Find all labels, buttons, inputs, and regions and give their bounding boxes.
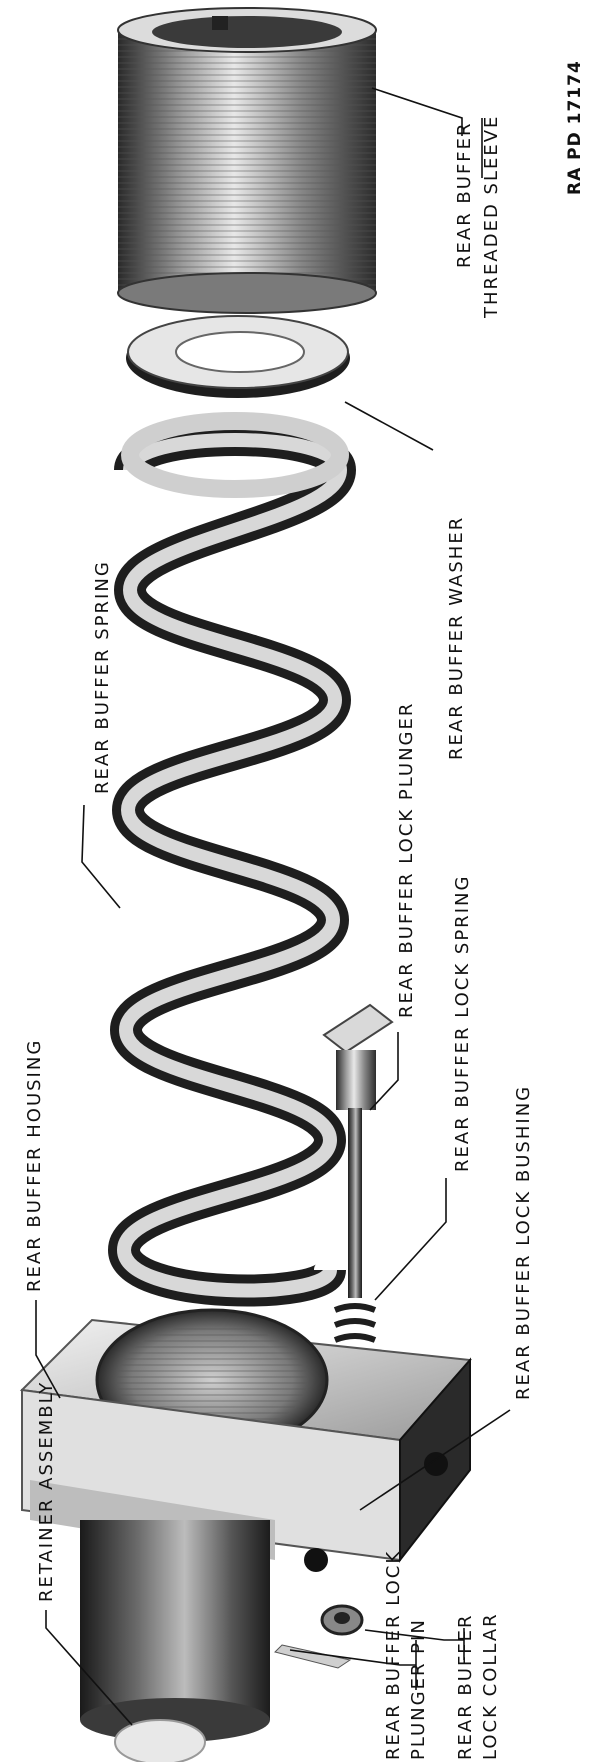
label-washer: REAR BUFFER WASHER — [446, 516, 467, 760]
label-lock-collar-line2: LOCK COLLAR — [480, 1612, 501, 1760]
label-lock-spring: REAR BUFFER LOCK SPRING — [452, 875, 473, 1172]
washer-part — [126, 316, 350, 398]
retainer-part — [80, 1520, 270, 1762]
label-spring: REAR BUFFER SPRING — [92, 560, 113, 794]
label-retainer-assembly: RETAINER ASSEMBLY — [36, 1381, 57, 1602]
label-lock-plunger: REAR BUFFER LOCK PLUNGER — [396, 702, 417, 1018]
label-plunger-pin-line2: PLUNGER PIN — [408, 1618, 429, 1760]
spring-part — [124, 421, 340, 1290]
label-threaded-sleeve-line2: THREADED SLEEVE — [481, 115, 502, 319]
label-housing: REAR BUFFER HOUSING — [24, 1039, 45, 1292]
leader-lock-spring — [375, 1178, 446, 1300]
figure-id-label: RA PD 17174 — [565, 60, 585, 195]
label-plunger-pin-line1: REAR BUFFER LOCK — [383, 1550, 404, 1760]
leader-washer — [345, 402, 433, 450]
threaded-sleeve-part — [118, 8, 376, 313]
leader-threaded-sleeve — [372, 88, 462, 136]
label-lock-bushing: REAR BUFFER LOCK BUSHING — [513, 1085, 534, 1400]
label-lock-collar-line1: REAR BUFFER — [455, 1613, 476, 1760]
label-threaded-sleeve-line1: REAR BUFFER — [454, 121, 475, 268]
